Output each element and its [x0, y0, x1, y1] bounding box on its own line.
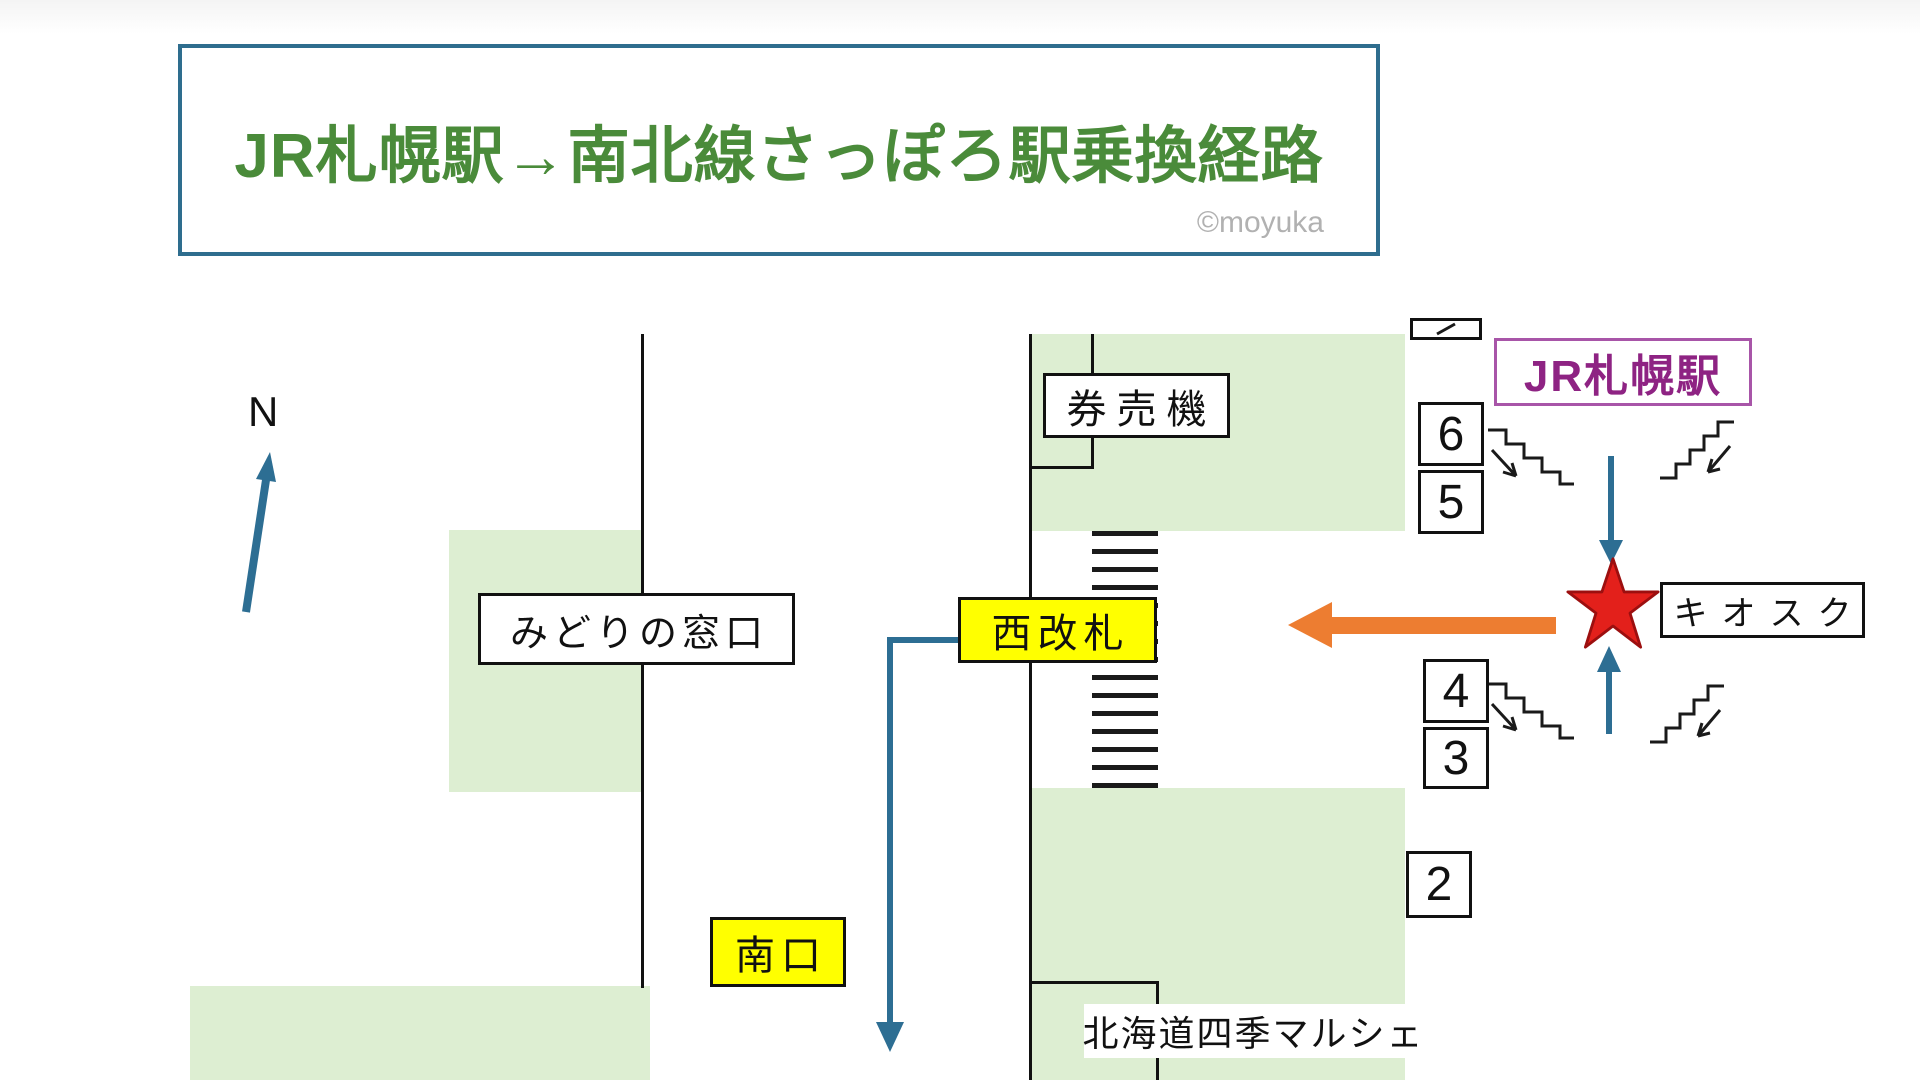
midori-window-label: みどりの窓口 [478, 593, 795, 665]
shop-outline [1029, 981, 1159, 984]
platform-3-box: 3 [1423, 727, 1489, 789]
credit-text: ©moyuka [1196, 206, 1324, 239]
star-marker-icon [1566, 557, 1660, 649]
stairs-down-right-icon [1488, 682, 1574, 740]
wall-line [1091, 438, 1094, 468]
south-exit-label: 南口 [710, 917, 846, 987]
platform-number: 3 [1442, 731, 1470, 785]
platform-2-box: 2 [1406, 851, 1472, 918]
jr-sapporo-station-text: JR札幌駅 [1523, 352, 1723, 401]
page-title: JR札幌駅→南北線さっぽろ駅乗換経路 [234, 122, 1324, 191]
ticket-machines-text: 券売機 [1066, 387, 1217, 432]
platform-number: 4 [1442, 664, 1470, 718]
stairs-down-right-icon [1488, 428, 1574, 486]
wall-line [1091, 334, 1094, 375]
platform-6-box: 6 [1418, 402, 1484, 466]
platform-partial-box [1410, 318, 1482, 340]
arrow-down-icon [1599, 456, 1623, 564]
arrow-up-icon [1597, 646, 1621, 734]
platform-number: 6 [1437, 407, 1465, 461]
compass-arrow-icon [242, 452, 276, 613]
transfer-arrow-icon [1288, 602, 1556, 648]
ticket-machines-label: 券売機 [1043, 373, 1230, 438]
south-exit-text: 南口 [735, 934, 827, 978]
platform-number: 5 [1437, 475, 1465, 529]
break-mark-icon [1436, 322, 1456, 336]
wall-line [1029, 334, 1032, 1080]
wall-line [1029, 466, 1094, 469]
platform-number: 2 [1425, 858, 1453, 911]
kiosk-text: キオスク [1673, 594, 1866, 633]
stairs-down-left-icon [1660, 420, 1734, 480]
jr-sapporo-station-label: JR札幌駅 [1494, 338, 1752, 406]
kiosk-label: キオスク [1660, 582, 1865, 638]
hokkaido-shiki-marche-text: 北海道四季マルシェ [1082, 1013, 1425, 1054]
west-gate-label: 西改札 [958, 597, 1157, 663]
route-arrow-south [876, 637, 958, 1052]
floor-area-green [190, 986, 650, 1080]
title-box: JR札幌駅→南北線さっぽろ駅乗換経路 ©moyuka [178, 44, 1380, 256]
top-strip [0, 0, 1920, 34]
midori-window-text: みどりの窓口 [509, 612, 768, 655]
hokkaido-shiki-marche-label: 北海道四季マルシェ [1082, 1004, 1425, 1058]
compass-north-label: N [248, 388, 279, 435]
stairs-down-left-icon [1650, 684, 1724, 744]
west-gate-text: 西改札 [991, 612, 1130, 656]
platform-4-box: 4 [1423, 659, 1489, 723]
platform-5-box: 5 [1418, 470, 1484, 534]
